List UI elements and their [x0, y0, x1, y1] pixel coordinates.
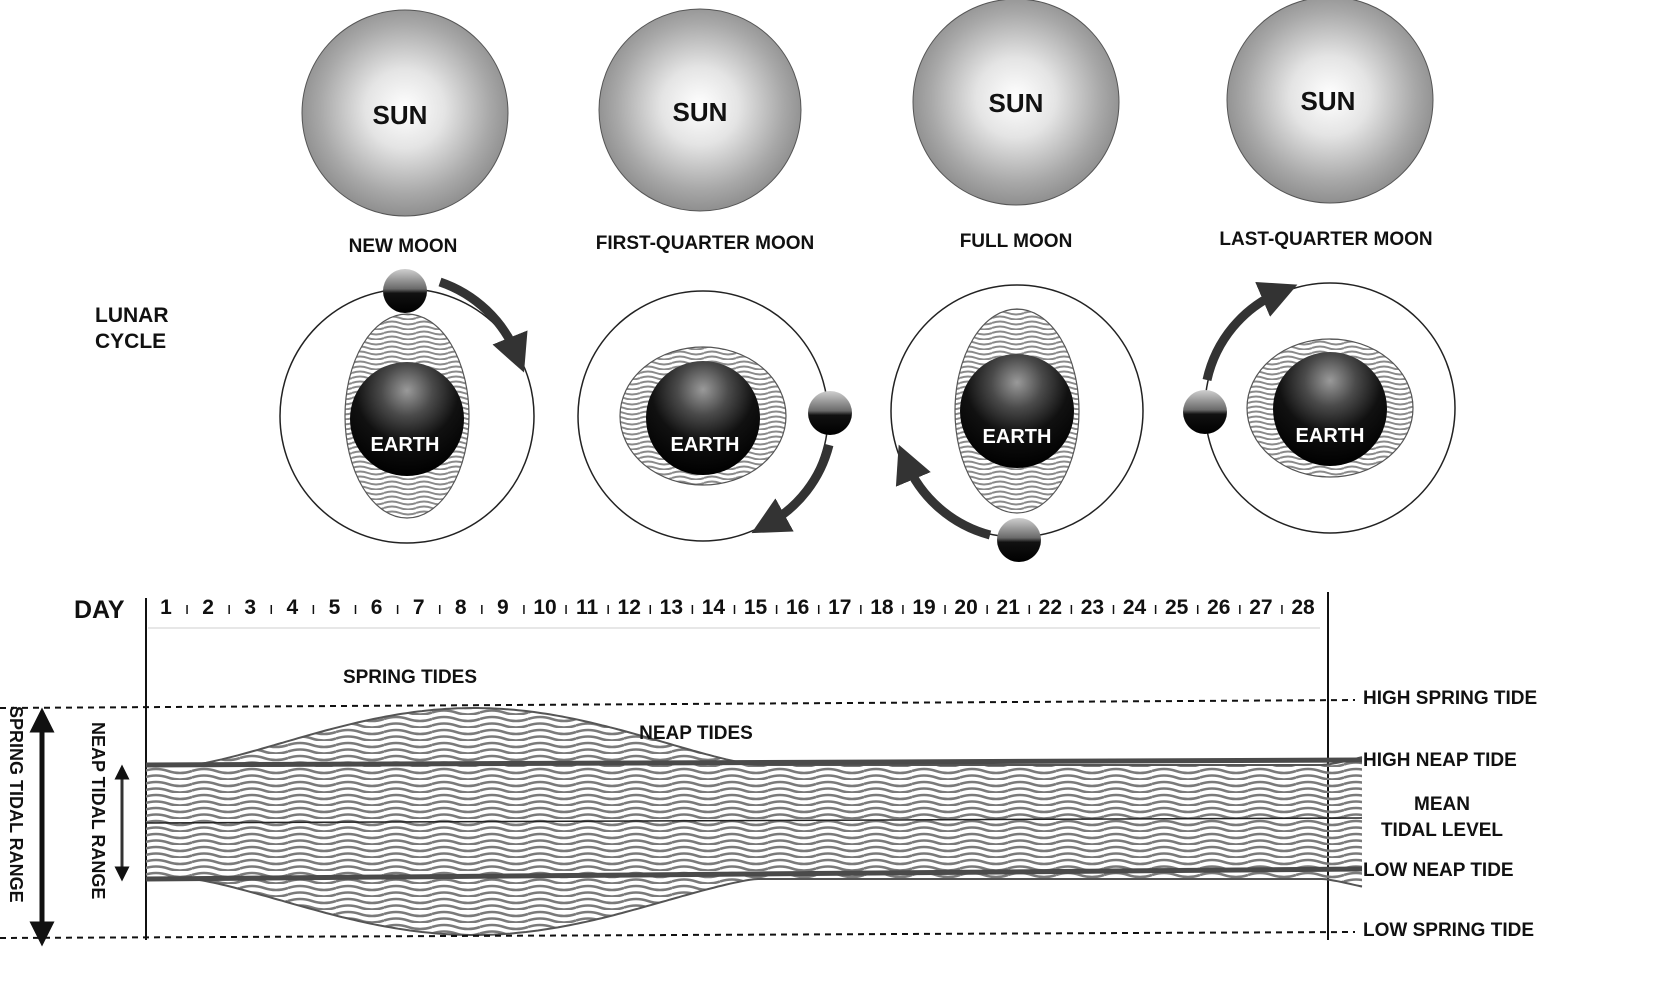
sun-label: SUN: [373, 100, 428, 130]
sun-icon: [912, 0, 1120, 206]
earth-label: EARTH: [983, 426, 1052, 448]
sun-label: SUN: [673, 97, 728, 127]
moon-icon: [808, 391, 852, 435]
day-tick-label: 2: [202, 596, 214, 619]
phase-label: NEW MOON: [349, 236, 458, 257]
day-tick-label: 22: [1039, 596, 1062, 619]
day-tick-label: 17: [828, 596, 851, 619]
sun-icon: [598, 8, 802, 212]
high-spring-tide-label: HIGH SPRING TIDE: [1363, 688, 1537, 709]
earth-icon: [1273, 352, 1387, 466]
phase-label: FIRST-QUARTER MOON: [596, 233, 815, 254]
day-tick-label: 23: [1081, 596, 1104, 619]
day-tick-label: 28: [1291, 596, 1315, 619]
phase-first-quarter: SUN FIRST-QUARTER MOON EARTH: [577, 8, 852, 542]
spring-tides-annotation: SPRING TIDES: [343, 667, 477, 688]
day-tick-label: 20: [954, 596, 977, 619]
day-tick-label: 12: [618, 596, 641, 619]
orbit-arrow: [751, 443, 834, 534]
day-tick-label: 16: [786, 596, 809, 619]
spring-tidal-range-label: SPRING TIDAL RANGE: [6, 706, 26, 903]
day-tick-label: 7: [413, 596, 425, 619]
earth-label: EARTH: [671, 434, 740, 456]
low-neap-tide-label: LOW NEAP TIDE: [1363, 860, 1514, 881]
day-tick-label: 8: [455, 596, 467, 619]
earth-icon: [350, 362, 464, 476]
day-tick-label: 15: [744, 596, 768, 619]
day-tick-label: 27: [1249, 596, 1272, 619]
day-tick-label: 19: [912, 596, 935, 619]
low-spring-tide-line: [0, 931, 1356, 939]
lunar-cycle-label-1: LUNAR: [95, 304, 169, 327]
phase-full-moon: SUN FULL MOON EARTH: [890, 0, 1144, 562]
neap-tidal-range-label: NEAP TIDAL RANGE: [88, 722, 108, 899]
orbit-arrow: [438, 277, 528, 373]
day-tick-label: 6: [371, 596, 383, 619]
high-spring-tide-line: [0, 699, 1356, 709]
mean-tidal-level-line: [145, 817, 1363, 824]
day-tick-label: 1: [160, 596, 172, 619]
day-tick-label: 14: [702, 596, 726, 619]
earth-label: EARTH: [1296, 425, 1365, 447]
low-neap-tide-line: [145, 866, 1363, 882]
sun-icon: [301, 9, 509, 217]
day-tick-label: 9: [497, 596, 509, 619]
day-axis-label: DAY: [74, 596, 125, 624]
sun-icon: [1226, 0, 1434, 204]
lunar-cycle-label-2: CYCLE: [95, 330, 166, 353]
day-tick-label: 24: [1123, 596, 1147, 619]
low-spring-tide-label: LOW SPRING TIDE: [1363, 920, 1534, 941]
day-tick-label: 26: [1207, 596, 1230, 619]
phase-label: FULL MOON: [960, 231, 1073, 252]
earth-icon: [646, 361, 760, 475]
orbit-arrow: [895, 444, 992, 540]
day-tick-label: 10: [533, 596, 556, 619]
day-tick-label: 13: [660, 596, 683, 619]
earth-icon: [960, 354, 1074, 468]
mean-tidal-level-label-1: MEAN: [1414, 794, 1470, 815]
day-tick-label: 3: [244, 596, 256, 619]
spring-tide-envelope-bottom: [146, 878, 1363, 936]
day-tick-label: 25: [1165, 596, 1189, 619]
phase-label: LAST-QUARTER MOON: [1219, 229, 1432, 250]
day-tick-label: 4: [286, 596, 298, 619]
day-tick-label: 18: [870, 596, 894, 619]
orbit-arrow: [1202, 282, 1298, 382]
moon-icon: [997, 518, 1041, 562]
sun-label: SUN: [989, 88, 1044, 118]
day-tick-label: 5: [329, 596, 341, 619]
day-tick-label: 21: [997, 596, 1021, 619]
phase-new-moon: SUN NEW MOON EARTH: [279, 9, 535, 544]
high-neap-tide-line: [145, 757, 1363, 768]
high-neap-tide-label: HIGH NEAP TIDE: [1363, 750, 1517, 771]
mean-tidal-level-label-2: TIDAL LEVEL: [1381, 820, 1503, 841]
day-tick-label: 11: [576, 596, 599, 619]
earth-label: EARTH: [371, 434, 440, 456]
moon-icon: [383, 269, 427, 313]
neap-tides-annotation: NEAP TIDES: [639, 723, 753, 744]
moon-icon: [1183, 390, 1227, 434]
phase-last-quarter: SUN LAST-QUARTER MOON EARTH: [1183, 0, 1456, 534]
sun-label: SUN: [1301, 86, 1356, 116]
